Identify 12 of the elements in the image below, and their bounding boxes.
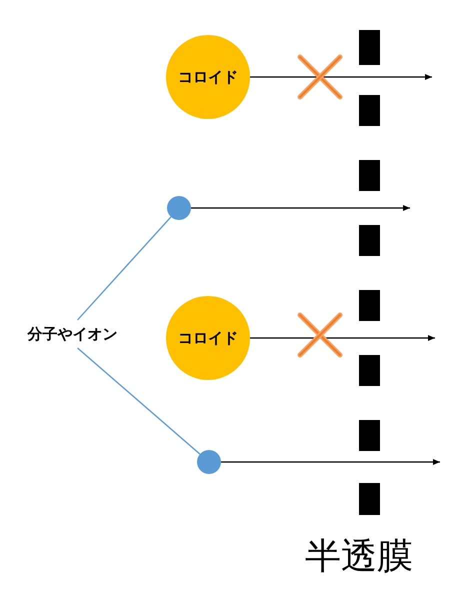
arrow — [191, 205, 410, 211]
arrow — [221, 459, 440, 465]
particle-dot — [167, 196, 191, 220]
molecule-ion-label: 分子やイオン — [28, 324, 118, 344]
connector-line — [77, 216, 172, 320]
membrane-label: 半透膜 — [305, 535, 413, 578]
arrow — [250, 74, 432, 80]
arrow — [250, 335, 435, 341]
connector-line — [77, 348, 200, 455]
colloid-label: コロイド — [178, 328, 238, 348]
particle-dot — [197, 450, 221, 474]
colloid-label: コロイド — [178, 68, 238, 86]
